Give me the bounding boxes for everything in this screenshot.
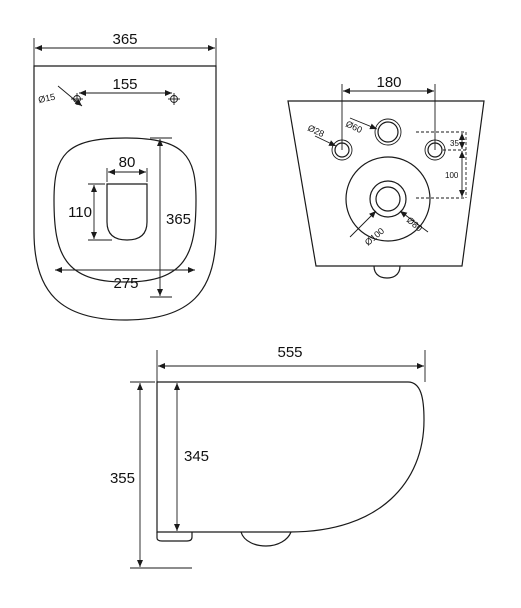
outlet-foot <box>373 265 401 279</box>
rear-view: 180 Ø60 Ø28 35 100 Ø100 Ø80 <box>287 74 485 279</box>
label-hole-diameter: Ø15 <box>37 92 56 105</box>
label-inlet-diameter: Ø60 <box>344 119 364 135</box>
outlet-inner <box>375 186 401 212</box>
label-overall-width: 365 <box>112 31 137 48</box>
label-bowl-height: 345 <box>184 448 209 465</box>
top-view: 365 155 Ø15 80 110 275 <box>33 31 217 321</box>
pipe-right-inner <box>427 142 443 158</box>
outlet-outer <box>369 180 407 218</box>
label-hole-spacing: 155 <box>112 76 137 93</box>
bowl-outline <box>33 65 217 321</box>
rear-body-outline <box>287 100 485 267</box>
label-center-height: 100 <box>445 171 459 180</box>
label-vertical-offset: 35 <box>450 139 459 148</box>
side-body-outline <box>156 381 425 533</box>
side-outlet <box>240 531 292 547</box>
label-outlet-outer-diameter: Ø100 <box>363 226 386 248</box>
label-opening-length: 110 <box>68 204 92 221</box>
seat-opening <box>106 183 148 241</box>
wall-plate <box>156 532 193 542</box>
label-seat-width: 275 <box>113 275 138 292</box>
outlet-flange <box>345 156 431 242</box>
leader-pipe-diameter <box>314 135 337 147</box>
leader-hole-diameter <box>57 85 83 107</box>
label-pipe-spacing: 180 <box>376 74 401 91</box>
label-opening-width: 80 <box>119 154 136 171</box>
label-seat-length: 365 <box>166 211 191 228</box>
water-inlet-inner <box>377 121 399 143</box>
side-view: 555 355 345 <box>110 344 426 569</box>
leader-inlet-diameter <box>349 117 378 130</box>
pipe-left-outer <box>331 139 353 161</box>
leader-outlet-outer-diameter <box>349 210 377 238</box>
label-overall-height: 355 <box>110 470 135 487</box>
label-outlet-inner-diameter: Ø80 <box>405 215 424 234</box>
seat-outline <box>53 137 197 283</box>
leader-outlet-inner-diameter <box>399 210 429 233</box>
label-overall-length: 555 <box>277 344 302 361</box>
water-inlet-outer <box>374 118 402 146</box>
pipe-left-inner <box>334 142 350 158</box>
